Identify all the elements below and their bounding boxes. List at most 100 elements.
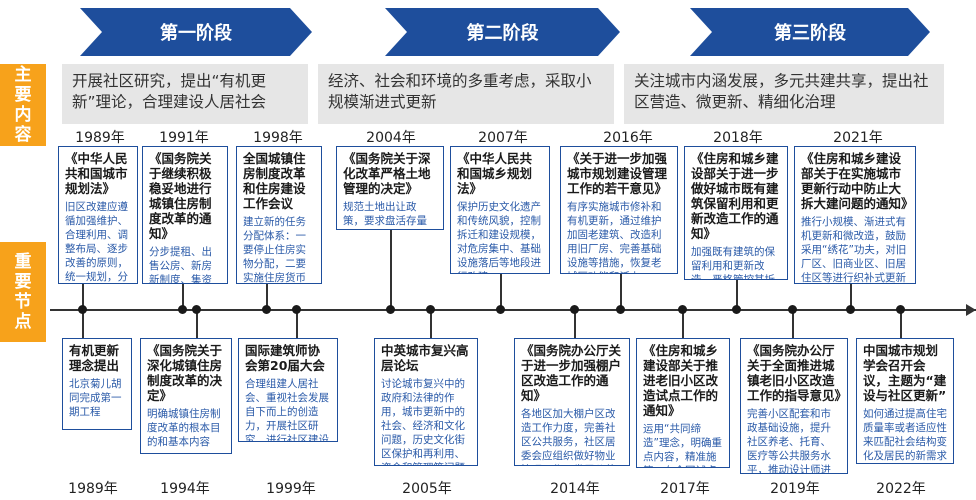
card-desc: 旧区改建应遵循加强维护、合理利用、调整布局、逐步改善的原则，统一规划，分期实施 [65, 201, 128, 283]
node-dot [496, 305, 505, 314]
card-desc: 建立新的任务分配体系：一要停止住房实物分配，二要实施住房货币化分配 [243, 216, 306, 284]
connector-bottom-1994 [196, 310, 198, 338]
card-title: 中英城市复兴高层论坛 [381, 343, 469, 373]
card-desc: 完善小区配套和市政基础设施，提升社区养老、托育、医疗等公共服务水平，推动设计师进… [747, 408, 831, 474]
top-year-2021: 2021年 [833, 130, 883, 146]
side-char: 内 [14, 105, 32, 125]
card-title: 《住房和城乡建设部关于在实施城市更新行动中防止大拆大建问题的通知》 [801, 151, 914, 211]
stage-2-banner: 第二阶段 [385, 8, 620, 56]
card-title: 有机更新理念提出 [69, 343, 120, 373]
main-content-side-label: 主 要 内 容 [0, 64, 46, 146]
connector-top-1989 [82, 284, 84, 310]
bottom-year-2019: 2019年 [770, 481, 820, 497]
side-char: 要 [14, 85, 32, 105]
node-dot [732, 305, 741, 314]
card-desc: 合理组建人居社会、重视社会发展自下而上的创造力，开展社区研究，进行社区建设 [245, 378, 329, 442]
card-title: 《关于进一步加强城市规划建设管理工作的若干意见》 [567, 151, 668, 196]
node-dot [788, 305, 797, 314]
timeline-axis [50, 309, 976, 311]
connector-bottom-2014 [574, 310, 576, 338]
side-char: 重 [14, 252, 32, 272]
stage-3-content: 关注城市内涵发展，多元共建共享，提出社区营造、微更新、精细化治理 [624, 64, 944, 124]
bottom-card-1994: 《国务院关于深化城镇住房制度改革的决定》 明确城镇住房制度改革的根本目的和基本内… [140, 338, 232, 454]
top-year-2018: 2018年 [713, 130, 763, 146]
top-year-1991: 1991年 [159, 130, 209, 146]
bottom-card-1989: 有机更新理念提出 北京菊儿胡同完成第一期工程 [62, 338, 132, 430]
card-title: 《国务院关于深化城镇住房制度改革的决定》 [147, 343, 223, 403]
top-card-2007: 《中华人民共和国城乡规划法》 保护历史文化遗产和传统风貌，控制拆迁和建设规模，对… [450, 146, 550, 274]
key-nodes-side-label: 重 要 节 点 [0, 242, 46, 342]
top-card-2016: 《关于进一步加强城市规划建设管理工作的若干意见》 有序实施城市修补和有机更新，通… [560, 146, 678, 274]
node-dot [178, 305, 187, 314]
connector-bottom-2019 [792, 310, 794, 338]
card-desc: 明确城镇住房制度改革的根本目的和基本内容 [147, 408, 221, 448]
card-desc: 加强既有建筑的保留利用和更新改造，严格管控其拆除问题 [691, 246, 775, 280]
card-desc: 运用“共同缔造”理念，明确重点内容，精准施策，在全国试点老旧小区改造 [643, 423, 722, 467]
card-desc: 推行小规模、渐进式有机更新和微改造，鼓励采用“绣花”功夫，对旧厂区、旧商业区、旧… [801, 216, 907, 284]
bottom-card-2014: 《国务院办公厅关于进一步加强棚户区改造工作的通知》 各地区加大棚户区改造工作力度… [514, 338, 630, 466]
bottom-year-1994: 1994年 [160, 481, 210, 497]
node-dot [616, 305, 625, 314]
node-dot [426, 305, 435, 314]
card-title: 全国城镇住房制度改革和住房建设工作会议 [243, 151, 306, 211]
bottom-card-1999: 国际建筑师协会第20届大会 合理组建人居社会、重视社会发展自下而上的创造力，开展… [238, 338, 338, 442]
node-dot [678, 305, 687, 314]
stage-1-banner: 第一阶段 [80, 8, 312, 56]
connector-top-2018 [736, 280, 738, 310]
bottom-year-2014: 2014年 [550, 481, 600, 497]
node-dot [846, 305, 855, 314]
stage-2-content: 经济、社会和环境的多重考虑，采取小规模渐进式更新 [318, 64, 614, 124]
bottom-year-1989: 1989年 [68, 481, 118, 497]
timeline-arrow-icon [966, 304, 976, 316]
node-dot [262, 305, 271, 314]
card-desc: 有序实施城市修补和有机更新，通过维护加固老建筑、改造利用旧厂房、完善基础设施等措… [567, 201, 662, 273]
node-dot [192, 305, 201, 314]
node-dot [386, 305, 395, 314]
bottom-card-2017: 《住房和城乡建设部关于推进老旧小区改造试点工作的通知》 运用“共同缔造”理念，明… [636, 338, 730, 468]
bottom-card-2005: 中英城市复兴高层论坛 讨论城市复兴中的政府和法律的作用，城市更新中的社会、经济和… [374, 338, 478, 466]
node-dot [896, 305, 905, 314]
top-card-2018: 《住房和城乡建设部关于进一步做好城市既有建筑保留利用和更新改造工作的通知》 加强… [684, 146, 788, 280]
connector-bottom-2022 [900, 310, 902, 338]
stage-2-label: 第二阶段 [466, 23, 539, 44]
stage-1-label: 第一阶段 [160, 23, 232, 44]
card-desc: 如何通过提高住宅质量率或者适应性来匹配社会结构变化及居民的新需求 [863, 408, 947, 462]
connector-bottom-1999 [296, 310, 298, 338]
card-title: 中国城市规划学会召开会议，主题为“建设与社区更新” [863, 343, 947, 403]
connector-top-1998 [266, 284, 268, 310]
side-char: 主 [14, 65, 32, 85]
bottom-year-1999: 1999年 [266, 481, 316, 497]
card-title: 《中华人民共和国城市规划法》 [65, 151, 128, 196]
card-title: 《国务院关于深化改革严格土地管理的决定》 [343, 151, 431, 196]
connector-bottom-1989 [82, 310, 84, 338]
card-title: 《国务院关于继续积极稳妥地进行城镇住房制度改革的通知》 [149, 151, 212, 241]
card-desc: 讨论城市复兴中的政府和法律的作用，城市更新中的社会、经济和文化问题，历史文化街区… [381, 378, 465, 465]
card-desc: 各地区加大棚户区改造工作力度，完善社区公共服务，社区居委会应组织做好物业管理工作… [521, 408, 616, 465]
card-desc: 分步提租、出售公房、新房新制度、集资合作建房等多种形式推进房改的思路 [149, 246, 212, 284]
top-card-1998: 全国城镇住房制度改革和住房建设工作会议 建立新的任务分配体系：一要停止住房实物分… [236, 146, 322, 284]
card-title: 《中华人民共和国城乡规划法》 [457, 151, 533, 196]
bottom-year-2005: 2005年 [402, 481, 452, 497]
node-dot [570, 305, 579, 314]
top-year-1998: 1998年 [253, 130, 303, 146]
bottom-year-2022: 2022年 [876, 481, 926, 497]
node-dot [78, 305, 87, 314]
bottom-year-2017: 2017年 [660, 481, 710, 497]
top-card-1989: 《中华人民共和国城市规划法》 旧区改建应遵循加强维护、合理利用、调整布局、逐步改… [58, 146, 138, 284]
card-title: 《住房和城乡建设部关于进一步做好城市既有建筑保留利用和更新改造工作的通知》 [691, 151, 779, 241]
connector-top-2007 [500, 274, 502, 310]
side-char: 节 [14, 292, 32, 312]
top-card-2021: 《住房和城乡建设部关于在实施城市更新行动中防止大拆大建问题的通知》 推行小规模、… [794, 146, 916, 284]
stage-3-label: 第三阶段 [774, 23, 846, 44]
card-title: 《国务院办公厅关于进一步加强棚户区改造工作的通知》 [521, 343, 622, 403]
card-title: 国际建筑师协会第20届大会 [245, 343, 325, 373]
card-desc: 北京菊儿胡同完成第一期工程 [69, 378, 122, 418]
connector-bottom-2005 [430, 310, 432, 338]
top-year-2007: 2007年 [478, 130, 528, 146]
top-card-2004: 《国务院关于深化改革严格土地管理的决定》 规范土地出让政策，要求盘活存量土地 [336, 146, 444, 230]
node-dot [292, 305, 301, 314]
side-char: 要 [14, 272, 32, 292]
card-title: 《住房和城乡建设部关于推进老旧小区改造试点工作的通知》 [643, 343, 719, 418]
top-card-1991: 《国务院关于继续积极稳妥地进行城镇住房制度改革的通知》 分步提租、出售公房、新房… [142, 146, 228, 284]
card-desc: 规范土地出让政策，要求盘活存量土地 [343, 201, 427, 227]
